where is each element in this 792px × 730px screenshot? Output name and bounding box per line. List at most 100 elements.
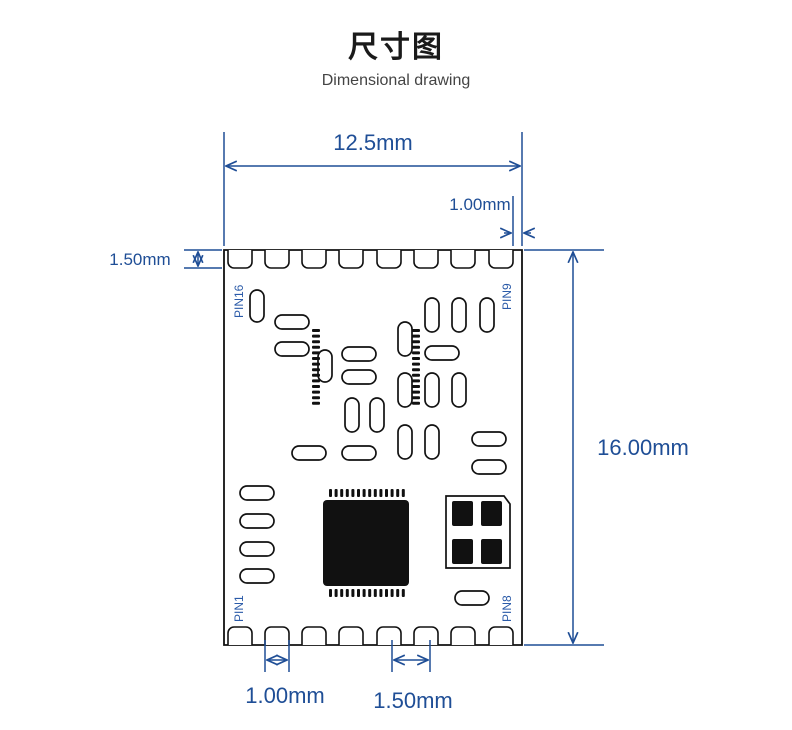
component-pad [341,369,377,385]
chip-pin [312,373,320,377]
chip-pin [340,489,344,497]
chip-pin [373,589,377,597]
bottom-pads [227,626,514,645]
width-dimension-label: 12.5mm [333,130,412,155]
chip-pin [312,368,320,372]
chip-pin [329,489,332,497]
component-pad [317,349,333,383]
components [239,289,507,606]
chip-pin [412,373,420,377]
height-dimension-label: 16.00mm [597,435,689,460]
pin16-label: PIN16 [232,284,246,318]
component-pad [239,513,275,529]
chip-pin [351,489,355,497]
chip-pin [357,589,360,597]
page-title: 尺寸图 [348,30,444,65]
component-pad [397,321,413,357]
component-pad [397,424,413,460]
chip-pin [412,351,420,355]
chip-pin [312,340,320,344]
top-pad [488,250,514,269]
component-pad [479,297,495,333]
pin9-label: PIN9 [500,283,514,310]
component-pad [471,459,507,475]
chip-pin [312,357,320,360]
chip-pin [412,368,420,372]
pin1-label: PIN1 [232,595,246,622]
chip-pin [412,340,420,344]
top-pad [376,250,402,269]
component-pad [424,345,460,361]
chip-pin [412,345,420,349]
top-pad [227,250,253,269]
chip-pin [412,329,420,332]
chip-pin [412,334,420,338]
chip-pin [401,489,405,497]
chip-pin [362,489,366,497]
chip-pin [401,589,405,597]
chip-pin [385,589,388,597]
chip-pin [373,489,377,497]
chip-pin [312,329,320,332]
component-pad [369,397,385,433]
top-pad [301,250,327,269]
chip-pin [368,489,372,497]
chip-pin [312,385,320,388]
chip-pin [312,334,320,338]
chip-pin [357,489,360,497]
bottom-pad [376,626,402,645]
chip-pin [412,390,420,394]
component-pad [291,445,327,461]
chip-pin [368,589,372,597]
component-pad [451,297,467,333]
chip-pin [379,489,383,497]
bottom-pad-pitch-label: 1.50mm [373,688,452,713]
chip-pin [312,362,320,366]
component-pad [341,346,377,362]
chip-pin [412,357,420,360]
chip-pin [340,589,344,597]
crystal-component [445,495,511,569]
component-pad [249,289,265,323]
component-pad [397,372,413,408]
component-pad [239,541,275,557]
chip-pin [312,390,320,394]
chip-pin [412,379,420,383]
chip-pin [390,589,394,597]
component-pad [239,568,275,584]
component-pad [274,341,310,357]
component-pad [424,372,440,408]
component-pad [471,431,507,447]
bottom-pad-width-label: 1.00mm [245,683,324,708]
bottom-pad [488,626,514,645]
component-pad [424,424,440,460]
bottom-pad [450,626,476,645]
bottom-pad [264,626,290,645]
chip-pin [312,396,320,400]
chip-pin [412,401,420,405]
pin8-label: PIN8 [500,595,514,622]
component-pad [274,314,310,330]
top-pad-width-label: 1.00mm [449,195,510,214]
chip-pin [312,401,320,405]
component-pad [341,445,377,461]
left-pad-height-label: 1.50mm [109,250,170,269]
chip-pin [312,345,320,349]
top-pad [450,250,476,269]
chip-pin [351,589,355,597]
chip-pin [412,385,420,388]
bottom-pad [301,626,327,645]
chip-pin [396,589,400,597]
component-pad [451,372,467,408]
top-pad [338,250,364,269]
chip-pin [412,396,420,400]
chip-pin [312,379,320,383]
page-subtitle: Dimensional drawing [321,72,471,89]
component-pad [454,590,490,606]
dimension-lines [184,132,604,672]
qfn-chip [312,329,420,597]
top-pad [413,250,439,269]
component-pad [424,297,440,333]
bottom-pad [413,626,439,645]
